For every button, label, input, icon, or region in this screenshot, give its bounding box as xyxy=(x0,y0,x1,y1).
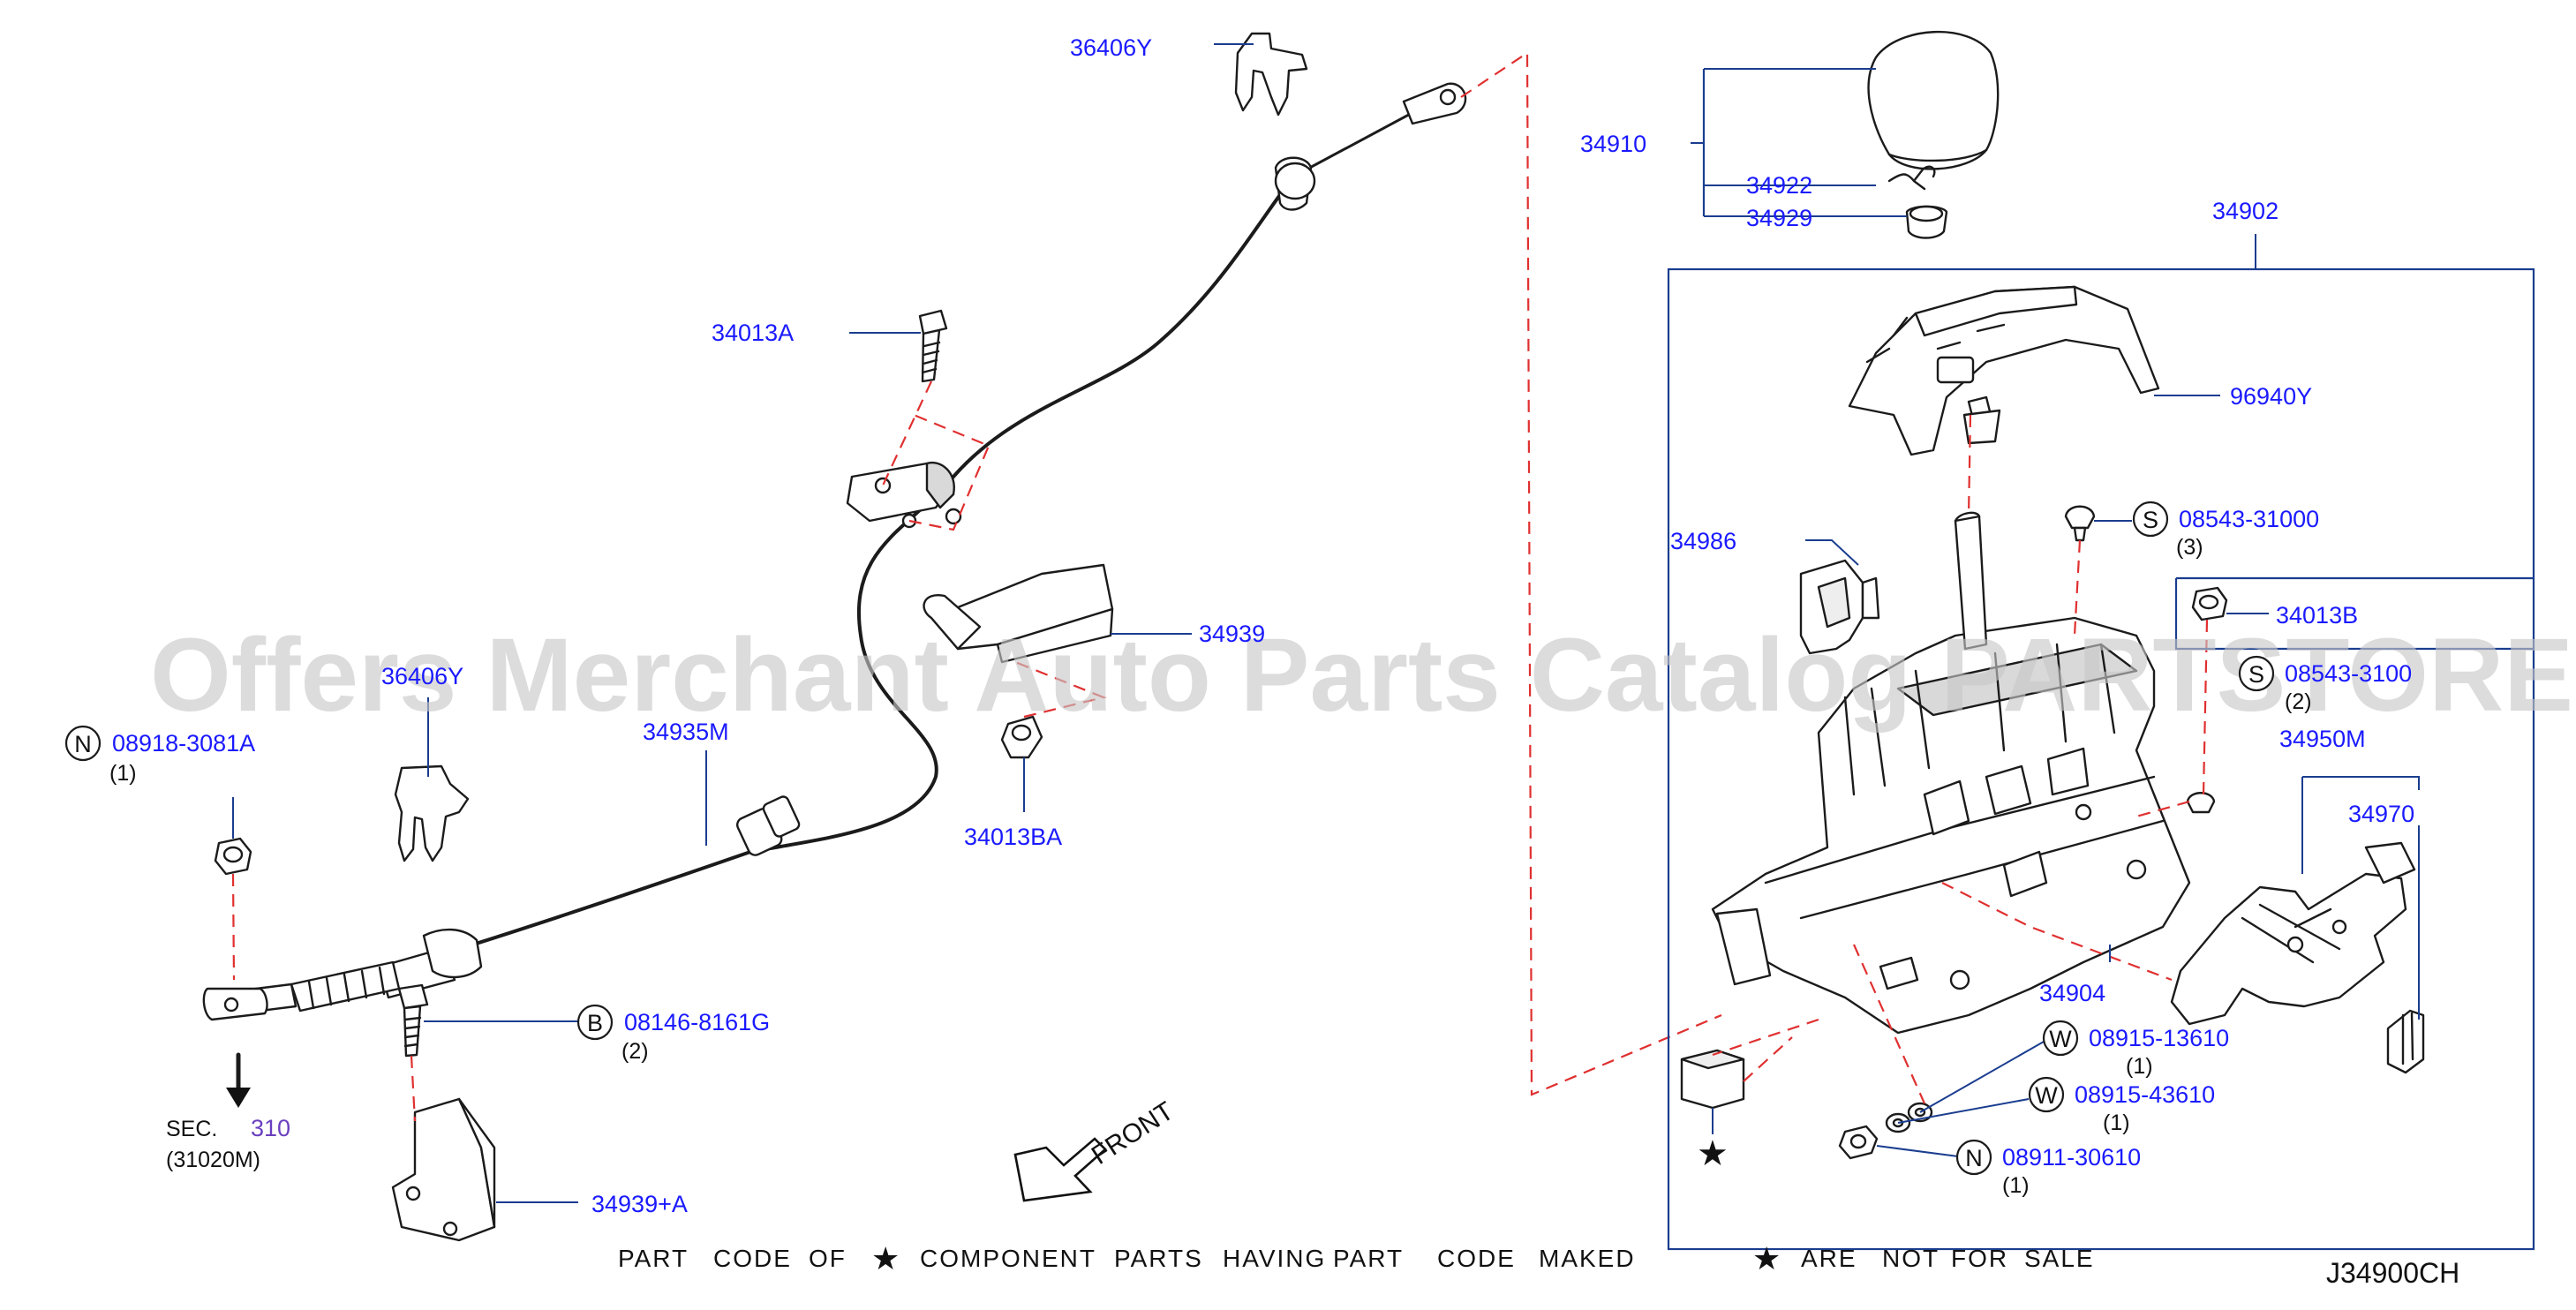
watermark-text: Offers Merchant Auto Parts Catalog PARTS… xyxy=(150,617,2576,734)
qty-08915-13610: (1) xyxy=(2126,1054,2153,1079)
symbol-n-circle-2 xyxy=(1955,1139,1992,1176)
qty-08911: (1) xyxy=(2002,1173,2030,1198)
symbol-s-circle-2 xyxy=(2238,655,2275,692)
label-08915-43610: 08915-43610 xyxy=(2075,1081,2215,1108)
footer-word: ARE xyxy=(1801,1245,1857,1272)
qty-08146: (2) xyxy=(621,1039,649,1064)
qty-08918: (1) xyxy=(109,761,137,786)
symbol-w-circle-2 xyxy=(2028,1076,2065,1113)
label-36406y-top: 36406Y xyxy=(1070,34,1152,61)
qty-08543-31000: (3) xyxy=(2176,535,2203,560)
footer-word: SALE xyxy=(2024,1245,2095,1272)
symbol-n-letter: N xyxy=(74,731,92,757)
label-34902: 34902 xyxy=(2212,198,2278,224)
section-number: 310 xyxy=(251,1115,290,1141)
label-34013ba: 34013BA xyxy=(964,824,1062,850)
label-34904: 34904 xyxy=(2039,980,2105,1006)
shift-lever-assembly-drawing xyxy=(1680,30,2425,1160)
label-08543-3100x: 08543-3100 xyxy=(2285,660,2412,687)
label-36406y-mid: 36406Y xyxy=(381,663,463,689)
symbol-s-letter-1: S xyxy=(2143,507,2158,533)
star-icon: ★ xyxy=(1697,1133,1729,1174)
diagram-code: J34900CH xyxy=(2326,1257,2459,1289)
symbol-w-letter-2: W xyxy=(2035,1082,2058,1109)
star-icon: ★ xyxy=(871,1241,900,1277)
label-08915-13610: 08915-13610 xyxy=(2089,1025,2229,1051)
shift-control-cable-drawing xyxy=(202,32,1467,1242)
symbol-w-circle-1 xyxy=(2042,1020,2079,1057)
footer-word: NOT xyxy=(1882,1245,1940,1272)
footer-word: FOR xyxy=(1951,1245,2008,1272)
star-icon: ★ xyxy=(1752,1241,1781,1277)
footer-word: HAVING xyxy=(1223,1245,1326,1272)
section-sub: (31020M) xyxy=(166,1148,260,1172)
label-34950m: 34950M xyxy=(2279,726,2366,752)
label-34922: 34922 xyxy=(1746,172,1812,199)
footer-word: CODE xyxy=(1437,1245,1516,1272)
label-08543-31000: 08543-31000 xyxy=(2179,506,2319,532)
label-34013a: 34013A xyxy=(712,320,794,346)
footer-word: PART xyxy=(618,1245,689,1272)
symbol-w-letter-1: W xyxy=(2049,1026,2072,1052)
front-label: FRONT xyxy=(1087,1096,1179,1171)
assembly-dash-lines xyxy=(231,50,2209,1122)
symbol-n-circle xyxy=(64,725,102,762)
label-34929: 34929 xyxy=(1746,205,1812,231)
label-34013b: 34013B xyxy=(2276,602,2358,629)
label-96940y: 96940Y xyxy=(2230,383,2312,410)
footer-word: COMPONENT xyxy=(920,1245,1096,1272)
label-08146-8161g: 08146-8161G xyxy=(624,1009,770,1035)
front-arrow-icon xyxy=(1013,1137,1107,1202)
label-34939-a: 34939+A xyxy=(591,1191,688,1217)
label-34935m: 34935M xyxy=(643,719,729,745)
right-labels: 34910 34922 34929 34902 96940Y S 08543-3… xyxy=(1580,131,2414,1198)
qty-08915-43610: (1) xyxy=(2103,1110,2130,1135)
label-34970: 34970 xyxy=(2348,801,2414,827)
footer-word: MAKED xyxy=(1539,1245,1636,1272)
footer-word: PARTS xyxy=(1114,1245,1203,1272)
label-08911-30610: 08911-30610 xyxy=(2002,1144,2141,1171)
leader-lines xyxy=(232,43,2420,1203)
label-34986: 34986 xyxy=(1670,528,1736,554)
symbol-s-circle-1 xyxy=(2132,501,2169,538)
footer-word: PART xyxy=(1333,1245,1404,1272)
footer-note: PART CODE OF ★ COMPONENT PARTS HAVING PA… xyxy=(618,1241,2095,1277)
symbol-b-circle xyxy=(576,1004,614,1041)
group-boxes xyxy=(1667,69,2535,1251)
footer-word: CODE xyxy=(713,1245,792,1272)
section-prefix: SEC. xyxy=(166,1117,217,1141)
section-arrow-head xyxy=(226,1088,251,1108)
label-34939: 34939 xyxy=(1199,621,1265,647)
label-34910: 34910 xyxy=(1580,131,1646,157)
footer-word: OF xyxy=(809,1245,847,1272)
qty-08543-3100x: (2) xyxy=(2285,689,2312,714)
label-08918-3081a: 08918-3081A xyxy=(112,730,255,757)
symbol-s-letter-2: S xyxy=(2248,661,2264,688)
symbol-b-letter: B xyxy=(587,1010,603,1036)
symbol-n-letter-2: N xyxy=(1965,1145,1983,1171)
